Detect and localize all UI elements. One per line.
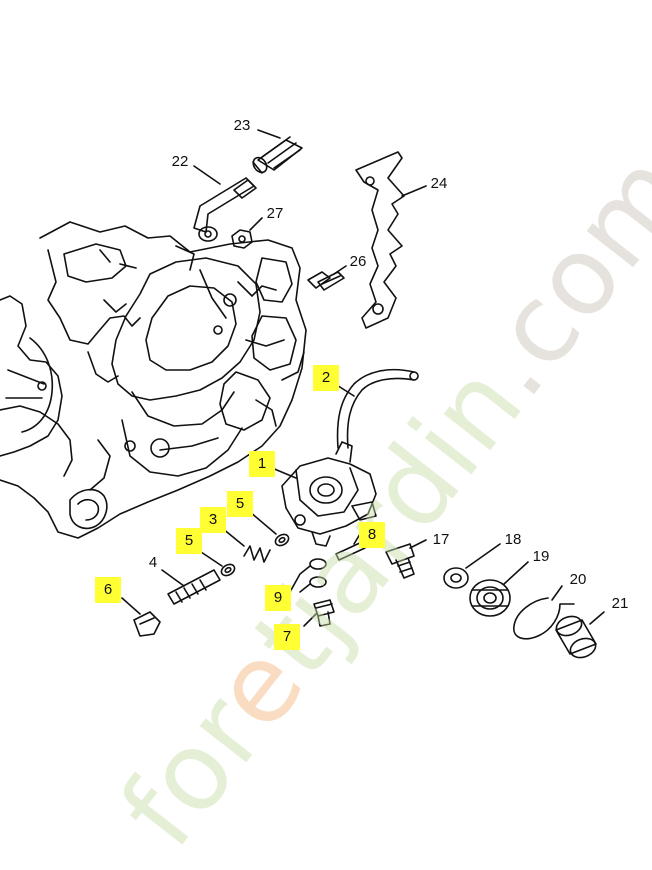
part-9-drawing — [309, 558, 327, 588]
part-18-drawing — [443, 567, 469, 589]
label-part-6: 6 — [95, 577, 121, 603]
label-part-22: 22 — [171, 153, 189, 170]
leader-22 — [193, 165, 221, 185]
label-part-17: 17 — [432, 531, 450, 548]
leader-17 — [409, 539, 427, 549]
part-27-drawing — [231, 229, 253, 249]
label-part-26: 26 — [349, 253, 367, 270]
part-1-drawing — [281, 441, 377, 547]
leader-9 — [289, 565, 311, 593]
label-part-24: 24 — [430, 175, 448, 192]
part-8-drawing — [335, 541, 366, 561]
leader-26 — [333, 265, 347, 275]
leader-1 — [271, 467, 297, 479]
leader-5b — [197, 549, 223, 567]
part-6-drawing — [133, 611, 161, 637]
part-24-drawing — [355, 151, 405, 329]
label-part-4: 4 — [148, 554, 158, 571]
label-part-18: 18 — [504, 531, 522, 548]
leader-6 — [121, 597, 141, 615]
leader-23 — [257, 129, 281, 139]
leader-7 — [303, 613, 317, 627]
label-part-7: 7 — [274, 624, 300, 650]
part-21-drawing — [555, 615, 597, 659]
label-part-20: 20 — [569, 571, 587, 588]
label-part-27: 27 — [266, 205, 284, 222]
part-17-drawing — [385, 543, 415, 579]
label-part-5a: 5 — [227, 491, 253, 517]
label-part-9: 9 — [265, 585, 291, 611]
exploded-view-drawing — [0, 129, 605, 659]
leader-5a — [249, 511, 277, 535]
label-part-23: 23 — [233, 117, 251, 134]
label-part-2: 2 — [313, 365, 339, 391]
label-part-8: 8 — [359, 522, 385, 548]
part-19-drawing — [469, 579, 511, 617]
label-part-5b: 5 — [176, 528, 202, 554]
part-20-drawing — [513, 597, 575, 640]
leader-27 — [249, 217, 263, 231]
label-part-19: 19 — [532, 548, 550, 565]
part-2-drawing — [336, 368, 419, 449]
part-5b-drawing — [220, 563, 236, 577]
leader-24 — [401, 185, 427, 197]
leader-19 — [503, 561, 529, 585]
part-22-drawing — [193, 177, 257, 242]
leader-21 — [589, 611, 605, 625]
label-part-3: 3 — [200, 507, 226, 533]
label-part-1: 1 — [249, 451, 275, 477]
leader-4 — [161, 569, 185, 587]
part-3-drawing — [243, 545, 271, 563]
part-26-drawing — [307, 271, 345, 291]
label-part-21: 21 — [611, 595, 629, 612]
crankcase-housing — [0, 221, 307, 539]
part-4-drawing — [167, 569, 221, 605]
part-7-drawing — [313, 599, 335, 627]
part-23-drawing — [252, 136, 303, 174]
leader-18 — [465, 543, 501, 569]
leader-20 — [551, 585, 563, 601]
part-5a-drawing — [274, 533, 290, 547]
